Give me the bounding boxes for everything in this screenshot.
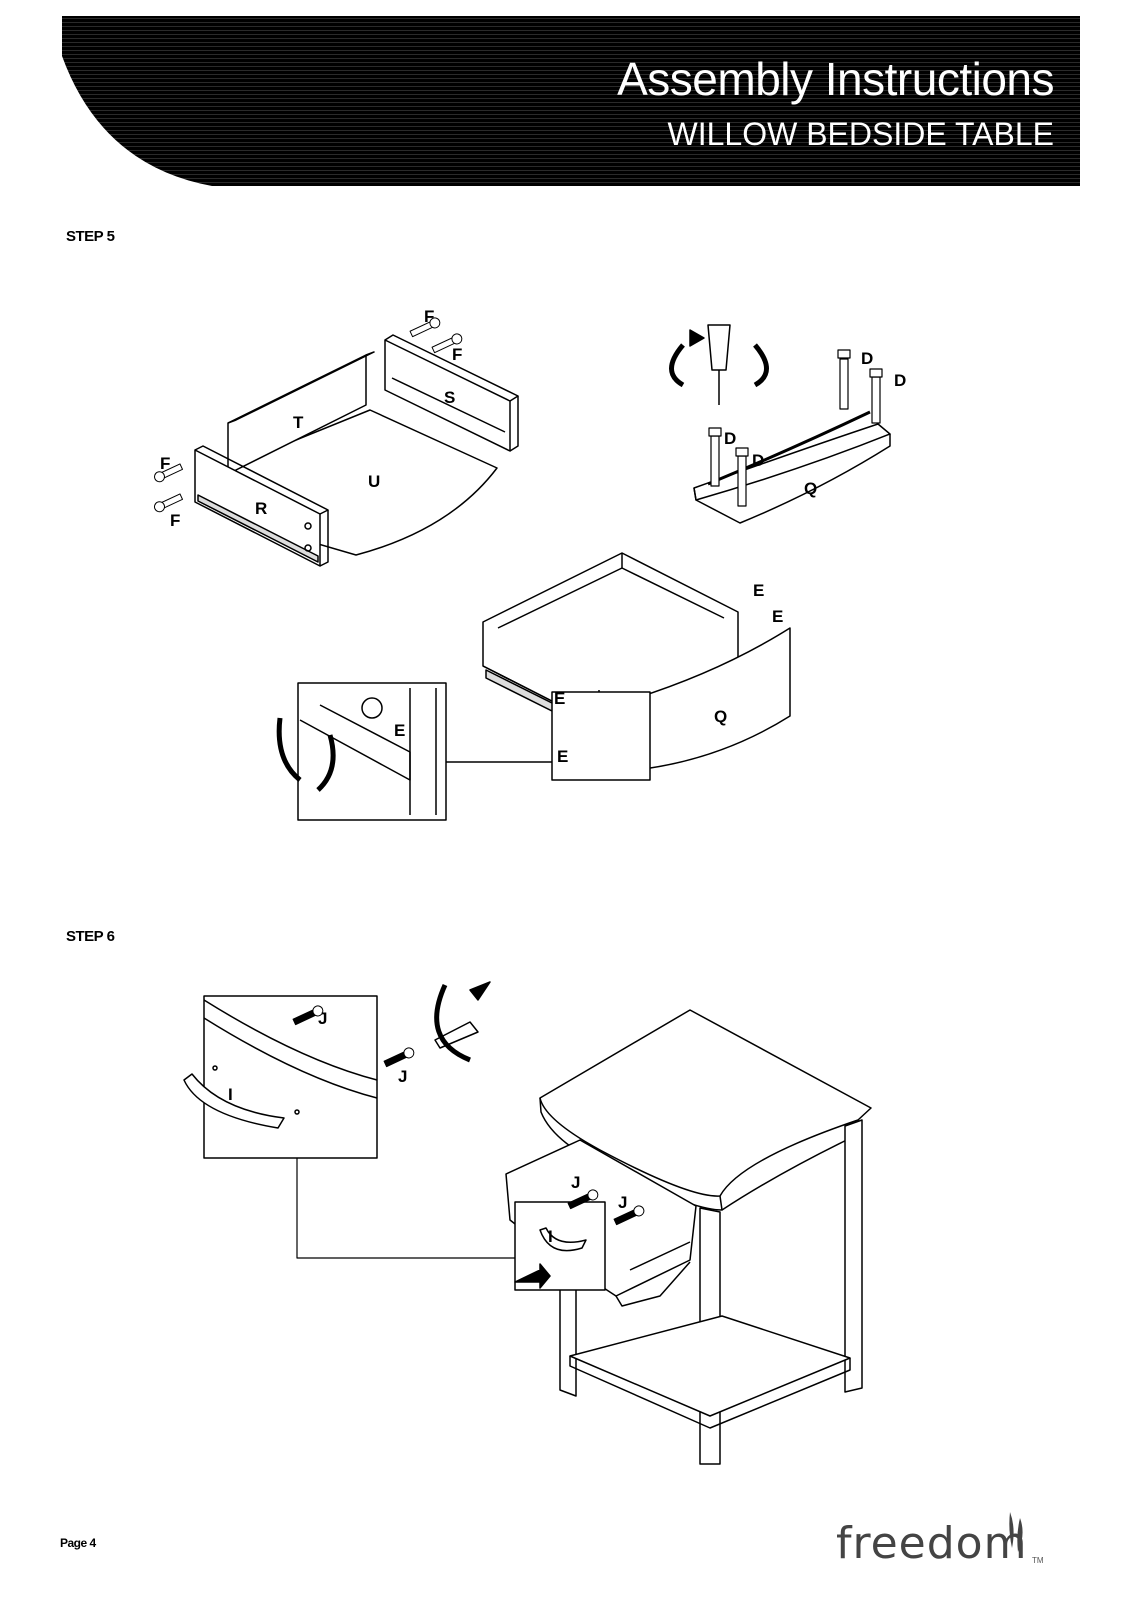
drawer-exploded-view xyxy=(194,334,519,567)
part-label-d: D xyxy=(752,451,764,470)
part-label-j: J xyxy=(318,1009,327,1028)
part-label-j: J xyxy=(618,1193,627,1212)
step-5-label: STEP 5 xyxy=(66,228,115,245)
screws-f xyxy=(153,317,463,513)
part-label-r: R xyxy=(255,499,267,518)
screwdriver-rotate xyxy=(669,324,769,405)
part-label-d: D xyxy=(861,349,873,368)
part-label-d: D xyxy=(894,371,906,390)
part-label-q: Q xyxy=(714,707,727,726)
document-title: Assembly Instructions xyxy=(617,53,1054,105)
part-label-f: F xyxy=(170,511,180,530)
detail-box-cam xyxy=(551,691,651,781)
product-name: WILLOW BEDSIDE TABLE xyxy=(667,116,1054,152)
assembled-drawer xyxy=(482,552,791,775)
part-label-t: T xyxy=(293,413,304,432)
part-label-j: J xyxy=(398,1067,407,1086)
part-label-i: I xyxy=(228,1085,233,1104)
header-banner xyxy=(62,16,1080,186)
part-label-e: E xyxy=(753,581,764,600)
part-label-s: S xyxy=(444,388,455,407)
brand-leaf-icon xyxy=(1009,1512,1023,1552)
detail-box-handle xyxy=(203,995,378,1159)
trademark-mark: TM xyxy=(1032,1556,1044,1565)
part-label-i: I xyxy=(548,1227,553,1246)
brand-logo: freedom xyxy=(836,1518,1028,1569)
part-label-e: E xyxy=(557,747,568,766)
dowels-d xyxy=(708,349,883,507)
part-label-d: D xyxy=(724,429,736,448)
part-label-f: F xyxy=(424,307,434,326)
page-number: Page 4 xyxy=(60,1536,96,1550)
part-label-e: E xyxy=(554,689,565,708)
part-label-e: E xyxy=(772,607,783,626)
part-label-e: E xyxy=(394,721,405,740)
step-6-label: STEP 6 xyxy=(66,928,115,945)
screws-j xyxy=(292,1005,415,1068)
part-label-f: F xyxy=(452,345,462,364)
part-label-j: J xyxy=(571,1173,580,1192)
part-label-u: U xyxy=(368,472,380,491)
part-label-f: F xyxy=(160,454,170,473)
part-label-q: Q xyxy=(804,479,817,498)
